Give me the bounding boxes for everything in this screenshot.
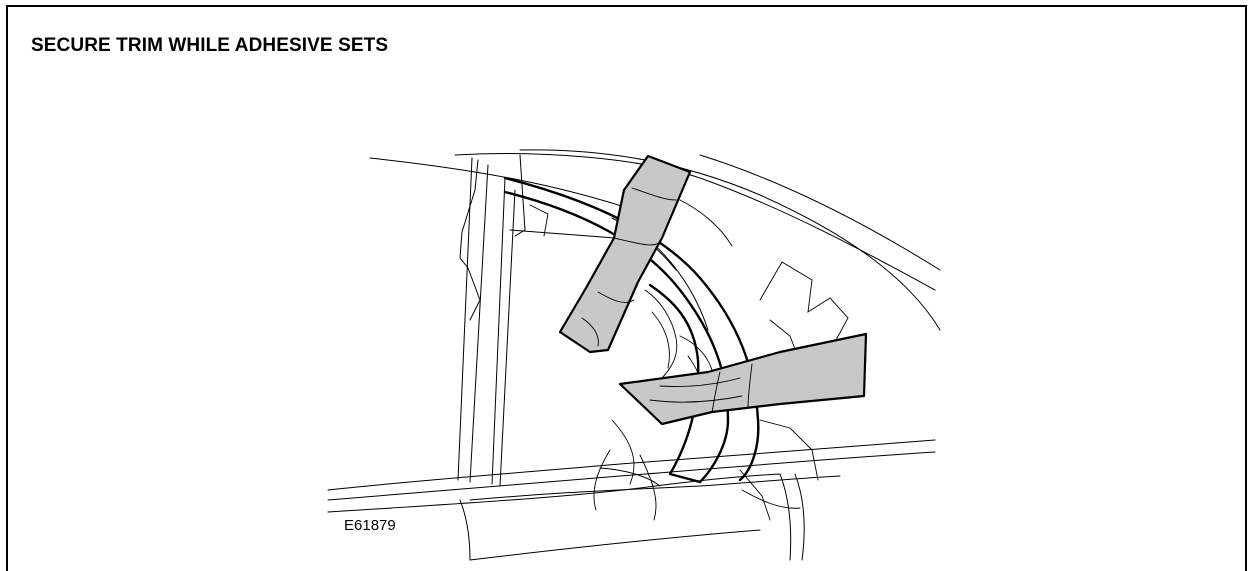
diagram-title: SECURE TRIM WHILE ADHESIVE SETS xyxy=(31,35,389,56)
figure-reference-number: E61879 xyxy=(344,517,396,534)
tape-lower xyxy=(618,332,868,426)
tape-strip-upper xyxy=(558,154,692,354)
body-outline xyxy=(369,149,941,331)
trim-arch xyxy=(503,176,760,484)
window-pillar xyxy=(457,154,616,487)
sill-lines xyxy=(327,439,936,561)
diagram-frame xyxy=(6,5,1247,571)
tape-upper xyxy=(558,154,692,354)
tape-strip-lower xyxy=(618,332,868,426)
